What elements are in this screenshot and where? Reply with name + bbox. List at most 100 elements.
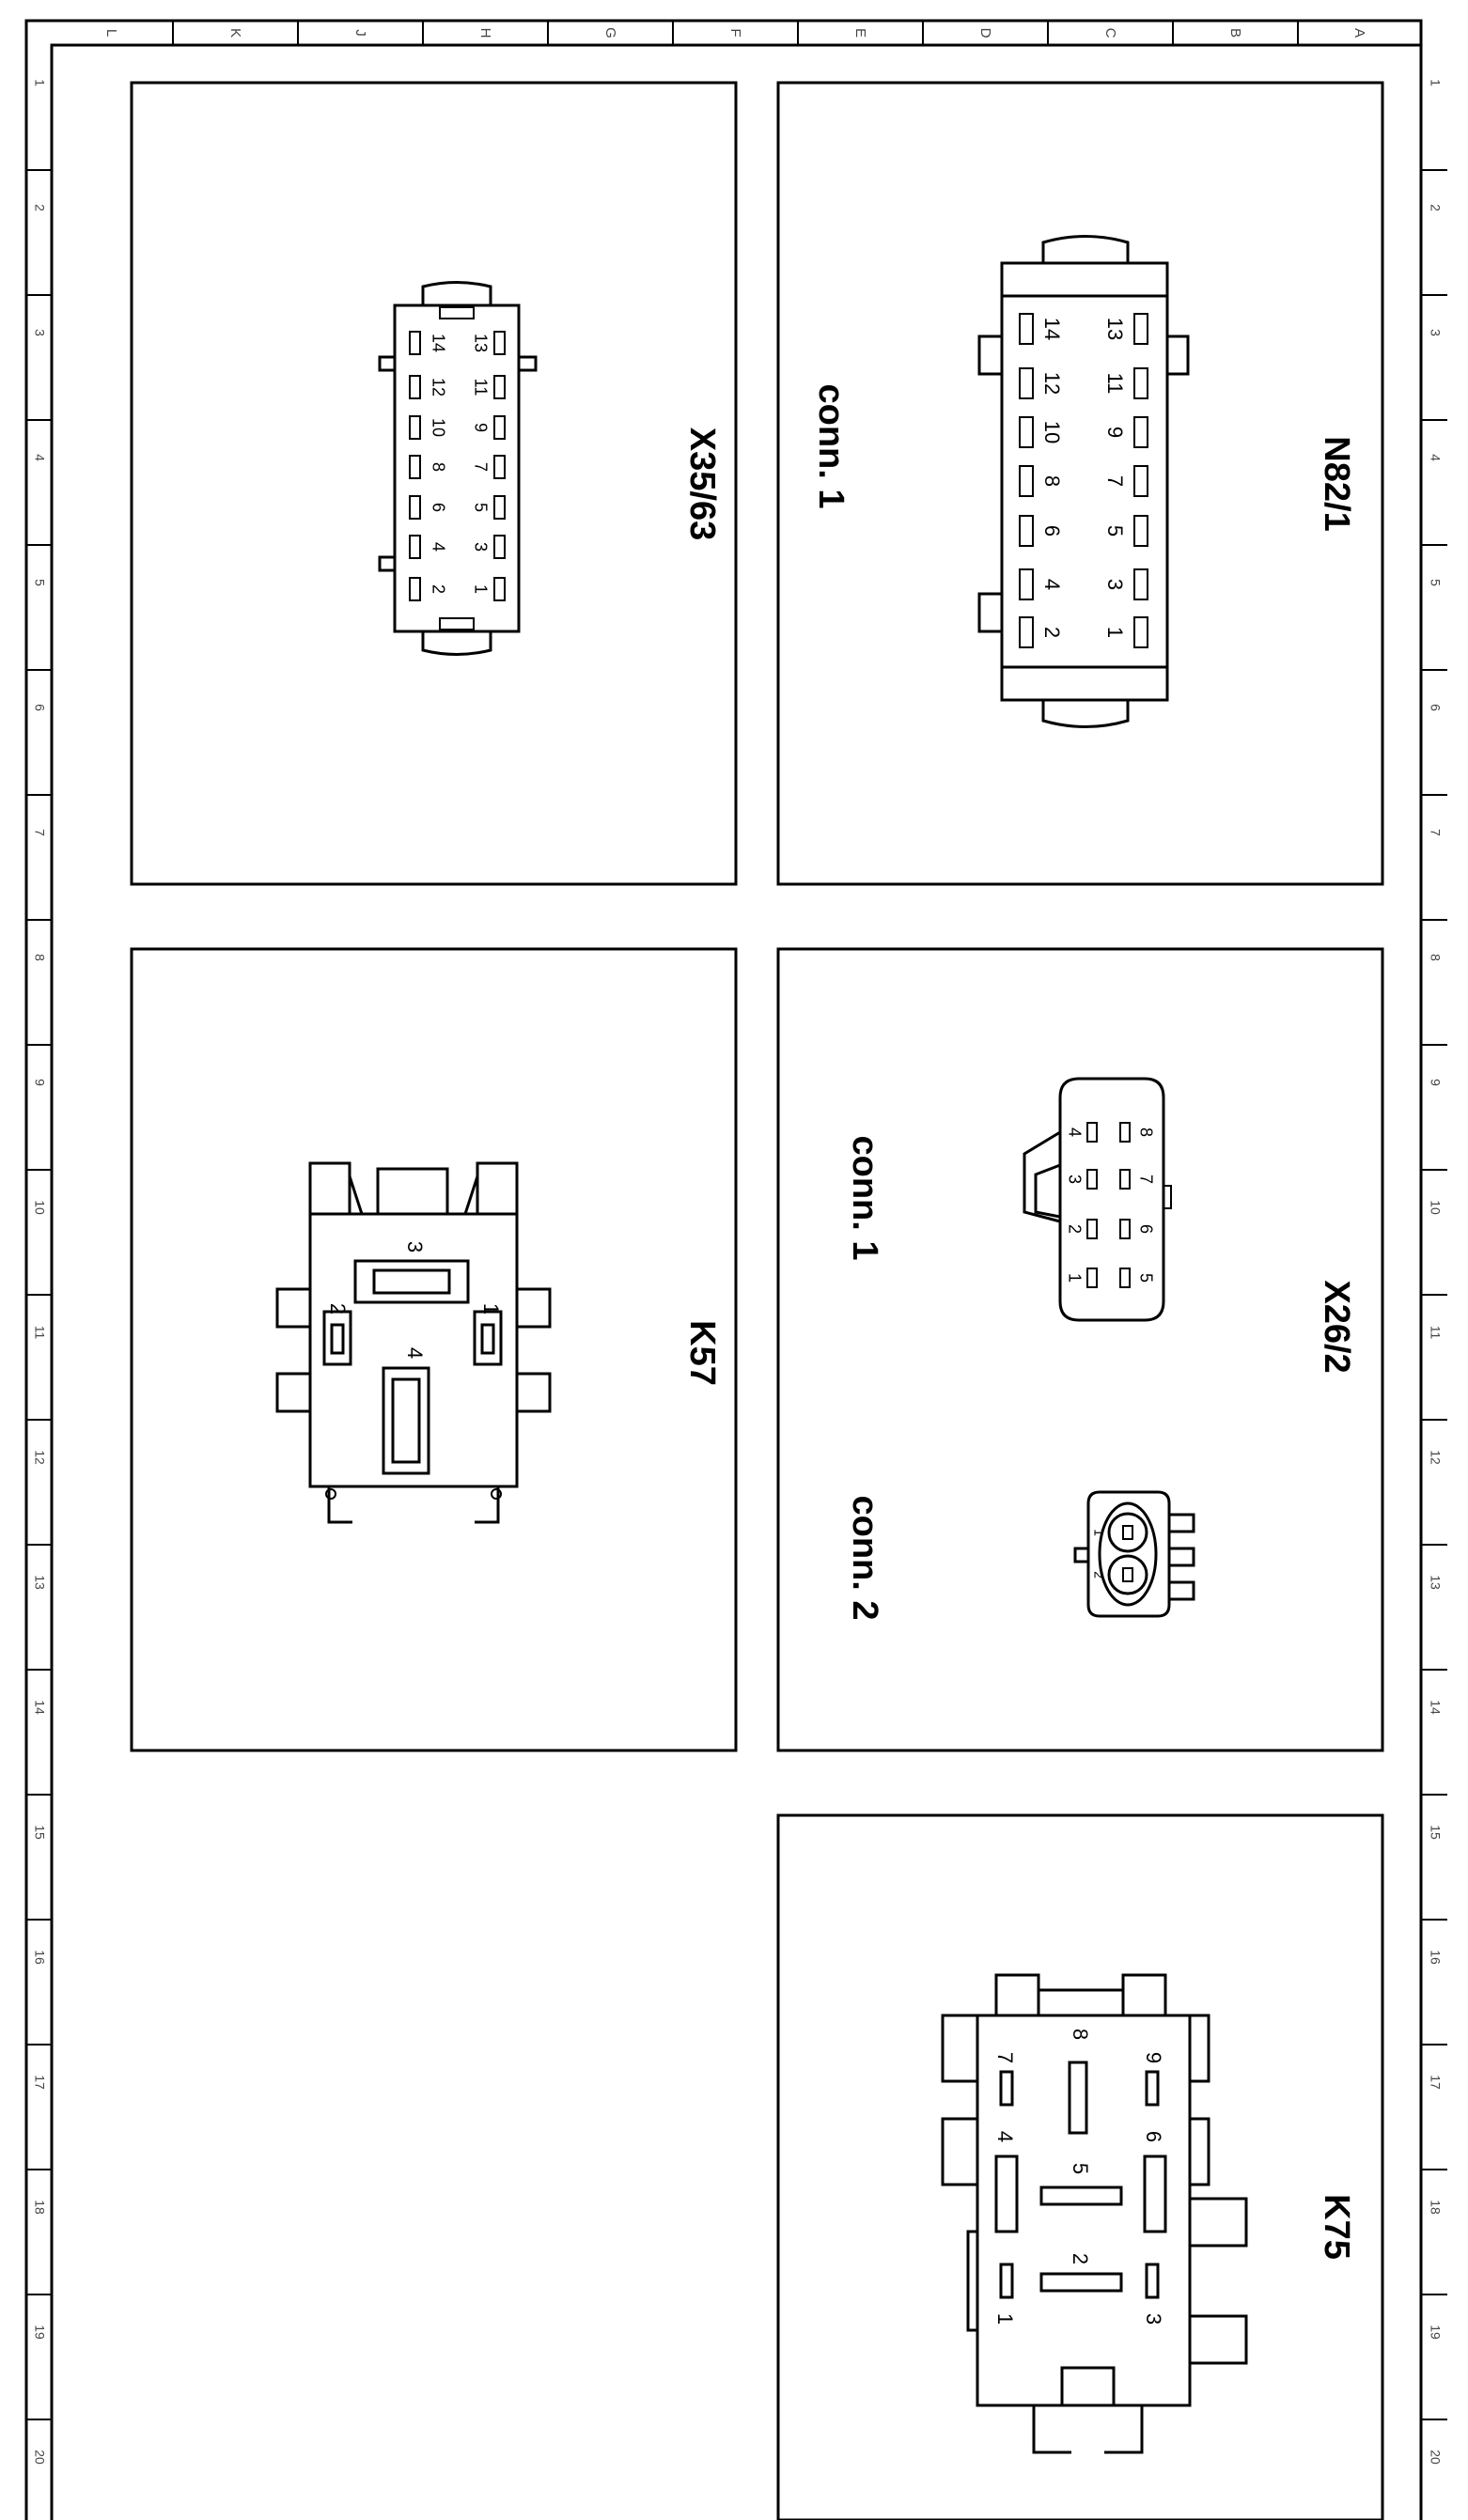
column-letter: B <box>1227 28 1243 38</box>
row-number: 3 <box>1428 329 1443 336</box>
conn-label: conn. 1 <box>845 1135 884 1260</box>
pin-number: 8 <box>1040 475 1064 487</box>
pin-number: 8 <box>1136 1128 1155 1137</box>
pin-number: 8 <box>1069 2029 1092 2040</box>
pin-cavity <box>1133 313 1148 345</box>
relay-terminal <box>372 1268 451 1295</box>
relay-terminal <box>480 1323 495 1355</box>
pin-number: 3 <box>471 542 490 552</box>
row-number: 11 <box>32 1326 47 1340</box>
connector-housing <box>393 303 521 633</box>
pin-cavity <box>409 331 421 355</box>
pin-number: 5 <box>1103 525 1127 537</box>
pin-number: 7 <box>1136 1174 1155 1184</box>
panel-title-n82-1: N82/1 <box>1317 436 1356 531</box>
column-letter: C <box>1102 28 1118 39</box>
pin-number: 6 <box>1040 525 1064 537</box>
relay-terminal <box>994 2154 1019 2233</box>
conn2-housing <box>1086 1490 1171 1618</box>
row-number: 20 <box>1428 2450 1443 2465</box>
pin-number: 9 <box>471 423 490 432</box>
pin-cavity <box>493 535 506 559</box>
row-number: 5 <box>32 579 47 586</box>
pin-number: 3 <box>1103 579 1127 590</box>
relay-terminal <box>1039 2272 1123 2293</box>
row-number: 7 <box>1428 829 1443 836</box>
row-number: 15 <box>1428 1825 1443 1840</box>
pin-number: 7 <box>993 2052 1017 2063</box>
panel-title-k75: K75 <box>1317 2194 1356 2260</box>
pin-number: 7 <box>1103 475 1127 487</box>
pin-number: 2 <box>1040 627 1064 638</box>
relay-terminal <box>999 2070 1014 2107</box>
panel-x26-2 <box>776 947 1384 1752</box>
pin-cavity <box>1086 1169 1098 1190</box>
row-number: 2 <box>1428 204 1443 211</box>
row-number: 9 <box>1428 1079 1443 1086</box>
pin-cavity <box>1019 416 1034 448</box>
pin-cavity <box>409 455 421 479</box>
relay-terminal <box>353 1259 470 1304</box>
pin-number: 2 <box>429 584 447 594</box>
panel-title-k57: K57 <box>682 1320 722 1386</box>
panel-k75 <box>776 1813 1384 2520</box>
row-number: 3 <box>32 329 47 336</box>
pin-number: 3 <box>1142 2313 1165 2325</box>
pin-number: 9 <box>1142 2052 1165 2063</box>
pin-cavity <box>409 375 421 399</box>
pin-number: 4 <box>1065 1128 1084 1137</box>
relay-terminal <box>1145 2263 1160 2299</box>
row-number: 14 <box>1428 1700 1443 1715</box>
k75-relay: K75 1 2 3 4 5 6 7 8 9 <box>941 1973 1356 2454</box>
row-number: 13 <box>32 1575 47 1590</box>
panel-k57 <box>130 947 738 1752</box>
pin-number: 4 <box>1040 579 1064 590</box>
pin-cavity <box>409 415 421 440</box>
pin-number: 13 <box>471 334 490 352</box>
pin-number: 4 <box>429 542 447 552</box>
row-number: 5 <box>1428 579 1443 586</box>
row-number: 2 <box>32 204 47 211</box>
row-number: 6 <box>32 704 47 711</box>
pin-number: 10 <box>1040 421 1064 443</box>
pin-number: 2 <box>1069 2253 1092 2264</box>
pin-number: 7 <box>471 462 490 472</box>
pin-cavity <box>409 535 421 559</box>
row-number: 12 <box>1428 1450 1443 1465</box>
row-number: 17 <box>32 2075 47 2090</box>
pin-number: 11 <box>471 379 490 397</box>
pin-number: 5 <box>1069 2163 1092 2174</box>
panel-n82-1 <box>776 81 1384 886</box>
pin-number: 4 <box>993 2131 1017 2142</box>
drawing-frame <box>24 19 1423 2520</box>
pin-number: 12 <box>429 378 447 397</box>
k57-relay: K57 1 2 3 4 <box>275 1161 722 1524</box>
column-letter: E <box>852 28 868 38</box>
relay-terminal <box>391 1377 421 1464</box>
pin-number: 12 <box>1040 372 1064 395</box>
column-letter: G <box>602 27 618 39</box>
relay-terminal <box>1145 2070 1160 2107</box>
pin-cavity <box>1119 1219 1131 1239</box>
panel-title-x26-2: X26/2 <box>1317 1280 1356 1373</box>
relay-terminal <box>330 1323 345 1355</box>
pin-number: 3 <box>1065 1174 1084 1184</box>
pin-number: 1 <box>1091 1529 1106 1536</box>
pin-number: 11 <box>1103 373 1127 395</box>
column-letter: D <box>977 28 993 39</box>
row-number: 4 <box>1428 454 1443 461</box>
relay-terminal <box>322 1310 352 1366</box>
row-number: 1 <box>32 79 47 86</box>
row-number: 16 <box>32 1950 47 1965</box>
relay-terminal <box>1039 2186 1123 2206</box>
pin-number: 13 <box>1103 318 1127 340</box>
pin-cavity <box>493 577 506 601</box>
pin-number: 8 <box>429 462 447 472</box>
pin-number: 5 <box>471 503 490 512</box>
row-number: 14 <box>32 1700 47 1715</box>
